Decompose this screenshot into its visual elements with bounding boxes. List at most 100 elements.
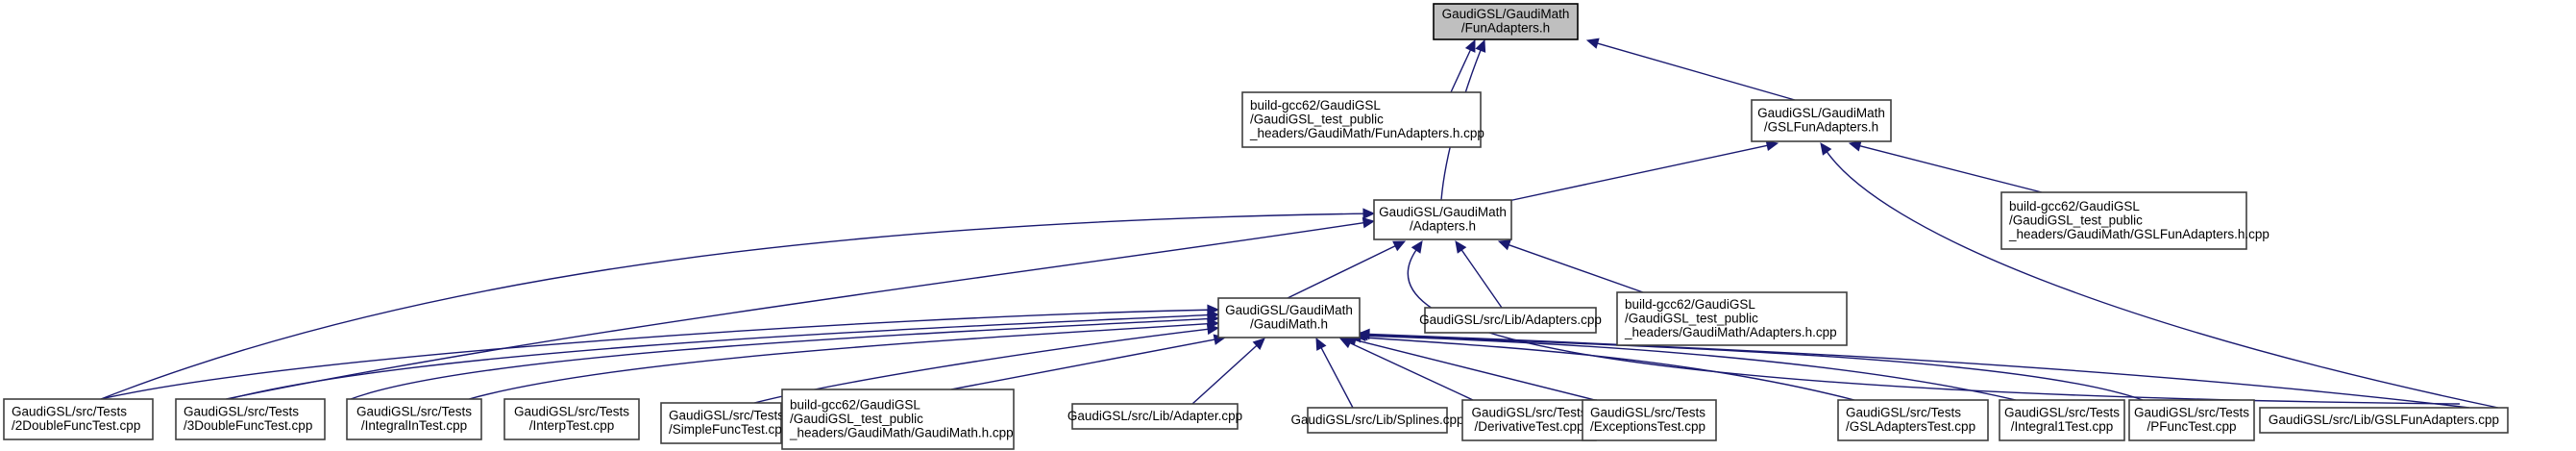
node-box — [1461, 399, 1597, 441]
file-node-tgsladapters[interactable]: GaudiGSL/src/Tests/GSLAdaptersTest.cpp — [1837, 399, 1989, 441]
node-label-line: /Adapters.h — [1410, 219, 1476, 234]
node-box — [1837, 399, 1989, 441]
node-label-line: /InterpTest.cpp — [529, 418, 615, 433]
node-label-line: GaudiGSL/src/Tests — [2004, 406, 2120, 420]
arrowhead-icon — [1497, 239, 1511, 251]
arrowhead-icon — [1475, 38, 1486, 53]
edge-t3double-to-adapters_h — [225, 221, 1364, 400]
edge-gslfunadapters_cpp-to-adapters_h — [1407, 249, 2461, 405]
node-label-line: build-gcc62/GaudiGSL — [790, 397, 920, 412]
edge-gslfunadapters_cpp-to-gslfunadapters_h — [1826, 151, 2499, 409]
edge-tderivative-to-gaudimath_h — [1349, 341, 1474, 401]
file-node-gslfunadapters_cpp[interactable]: GaudiGSL/src/Lib/GSLFunAdapters.cpp — [2259, 407, 2509, 434]
node-label-line: /GaudiGSL_test_public — [1250, 112, 1384, 126]
root-node-root: GaudiGSL/GaudiMath/FunAdapters.h — [1433, 3, 1579, 40]
arrowhead-icon — [1206, 323, 1220, 336]
arrowhead-icon — [1464, 38, 1476, 53]
arrowhead-icon — [1252, 338, 1265, 351]
file-node-tpfunc[interactable]: GaudiGSL/src/Tests/PFuncTest.cpp — [2128, 399, 2255, 441]
node-label-line: GaudiGSL/GaudiMath — [1442, 7, 1570, 21]
node-label-line: GaudiGSL/src/Tests — [669, 409, 784, 423]
file-node-splines_cpp[interactable]: GaudiGSL/src/Lib/Splines.cpp — [1290, 407, 1464, 434]
node-box — [1616, 291, 1848, 346]
node-label-line: _headers/GaudiMath/GSLFunAdapters.h.cpp — [2008, 227, 2269, 241]
node-box — [175, 398, 326, 440]
file-node-adapters_h[interactable]: GaudiGSL/GaudiMath/Adapters.h — [1373, 199, 1512, 240]
node-label-line: /GaudiGSL_test_public — [1625, 311, 1758, 325]
file-node-tderivative[interactable]: GaudiGSL/src/Tests/DerivativeTest.cpp — [1461, 399, 1597, 441]
node-label-line: GaudiGSL/src/Lib/Splines.cpp — [1290, 413, 1463, 427]
node-label-line: build-gcc62/GaudiGSL — [1250, 98, 1381, 113]
node-box — [3, 398, 154, 440]
node-label-line: GaudiGSL/src/Tests — [2134, 406, 2249, 420]
file-node-adapters_cpp[interactable]: GaudiGSL/src/Lib/Adapters.cpp — [1419, 307, 1602, 334]
node-box — [1241, 91, 1482, 148]
file-node-tintegral1[interactable]: GaudiGSL/src/Tests/Integral1Test.cpp — [1999, 399, 2125, 441]
node-label-line: _headers/GaudiMath/Adapters.h.cpp — [1624, 325, 1837, 339]
edge-gslfunadapters_cpp-to-gaudimath_h — [1368, 333, 2470, 409]
edge-adapters_hcpp-to-adapters_h — [1509, 244, 1644, 293]
node-box — [1433, 3, 1579, 40]
edge-t3double-to-gaudimath_h — [228, 313, 1209, 400]
node-label-line: GaudiGSL/GaudiMath — [1379, 205, 1507, 219]
node-label-line: /ExceptionsTest.cpp — [1590, 419, 1705, 434]
node-box — [2000, 191, 2247, 250]
arrowhead-icon — [1362, 208, 1376, 219]
node-label-line: /GSLFunAdapters.h — [1764, 120, 1878, 135]
arrowhead-icon — [1848, 140, 1862, 152]
edge-splines_cpp-to-gaudimath_h — [1320, 347, 1354, 409]
edge-tgsladapters-to-gaudimath_h — [1360, 337, 1855, 401]
node-label-line: /GaudiGSL_test_public — [2009, 213, 2143, 227]
edge-gaudimath_hcpp-to-gaudimath_h — [950, 338, 1215, 390]
edge-gslfunadapters_h-to-root — [1597, 42, 1796, 101]
node-label-line: GaudiGSL/src/Tests — [356, 405, 472, 419]
file-node-t2double[interactable]: GaudiGSL/src/Tests/2DoubleFuncTest.cpp — [3, 398, 154, 440]
file-node-gslfunadapters_hcpp[interactable]: build-gcc62/GaudiGSL/GaudiGSL_test_publi… — [2000, 191, 2269, 250]
node-label-line: GaudiGSL/src/Tests — [1846, 406, 1961, 420]
node-label-line: GaudiGSL/src/Lib/GSLFunAdapters.cpp — [2269, 413, 2499, 427]
file-node-gslfunadapters_h[interactable]: GaudiGSL/GaudiMath/GSLFunAdapters.h — [1751, 99, 1892, 142]
node-label-line: /GSLAdaptersTest.cpp — [1846, 419, 1975, 434]
file-node-gaudimath_hcpp[interactable]: build-gcc62/GaudiGSL/GaudiGSL_test_publi… — [781, 388, 1015, 450]
node-label-line: GaudiGSL/src/Lib/Adapter.cpp — [1067, 409, 1242, 423]
file-node-gaudimath_h[interactable]: GaudiGSL/GaudiMath/GaudiMath.h — [1217, 297, 1361, 338]
node-label-line: GaudiGSL/src/Tests — [184, 405, 299, 419]
node-label-line: /3DoubleFuncTest.cpp — [184, 418, 312, 433]
file-node-adapter_cpp[interactable]: GaudiGSL/src/Lib/Adapter.cpp — [1067, 403, 1242, 430]
file-node-tintegralln[interactable]: GaudiGSL/src/Tests/IntegralInTest.cpp — [346, 398, 482, 440]
edges-layer — [100, 38, 2499, 409]
node-label-line: /IntegralInTest.cpp — [361, 418, 467, 433]
file-node-tsimplefunc[interactable]: GaudiGSL/src/Tests/SimpleFuncTest.cpp — [660, 402, 789, 444]
arrowhead-icon — [1411, 239, 1423, 254]
arrowhead-icon — [1392, 240, 1407, 252]
edge-tintegralln-to-gaudimath_h — [350, 317, 1209, 400]
file-node-adapters_hcpp[interactable]: build-gcc62/GaudiGSL/GaudiGSL_test_publi… — [1616, 291, 1848, 346]
node-label-line: /Integral1Test.cpp — [2011, 419, 2114, 434]
node-label-line: _headers/GaudiMath/FunAdapters.h.cpp — [1249, 126, 1484, 140]
node-box — [2259, 407, 2509, 434]
node-label-line: /FunAdapters.h — [1461, 21, 1550, 36]
node-box — [660, 402, 782, 444]
node-label-line: /2DoubleFuncTest.cpp — [12, 418, 140, 433]
arrowhead-icon — [1362, 217, 1376, 229]
arrowhead-icon — [1357, 328, 1370, 340]
node-box — [503, 398, 640, 440]
arrowhead-icon — [1765, 139, 1779, 152]
node-label-line: /PFuncTest.cpp — [2147, 419, 2236, 434]
node-box — [1307, 407, 1448, 434]
node-box — [1999, 399, 2125, 441]
edge-t2double-to-gaudimath_h — [100, 309, 1209, 400]
edge-adapters_cpp-to-adapters_h — [1460, 249, 1503, 309]
edge-tinterp-to-gaudimath_h — [468, 323, 1209, 400]
arrowhead-icon — [1455, 240, 1467, 254]
edge-t2double-to-adapters_h — [100, 213, 1364, 400]
file-node-tinterp[interactable]: GaudiGSL/src/Tests/InterpTest.cpp — [503, 398, 640, 440]
file-node-t3double[interactable]: GaudiGSL/src/Tests/3DoubleFuncTest.cpp — [175, 398, 326, 440]
edge-adapter_cpp-to-gaudimath_h — [1191, 344, 1258, 405]
arrowhead-icon — [1820, 142, 1832, 156]
nodes-layer: GaudiGSL/GaudiMath/FunAdapters.h build-gc… — [3, 3, 2509, 450]
file-node-funadapters_hcpp[interactable]: build-gcc62/GaudiGSL/GaudiGSL_test_publi… — [1241, 91, 1484, 148]
file-node-texceptions[interactable]: GaudiGSL/src/Tests/ExceptionsTest.cpp — [1582, 399, 1717, 441]
arrowhead-icon — [1585, 38, 1600, 49]
